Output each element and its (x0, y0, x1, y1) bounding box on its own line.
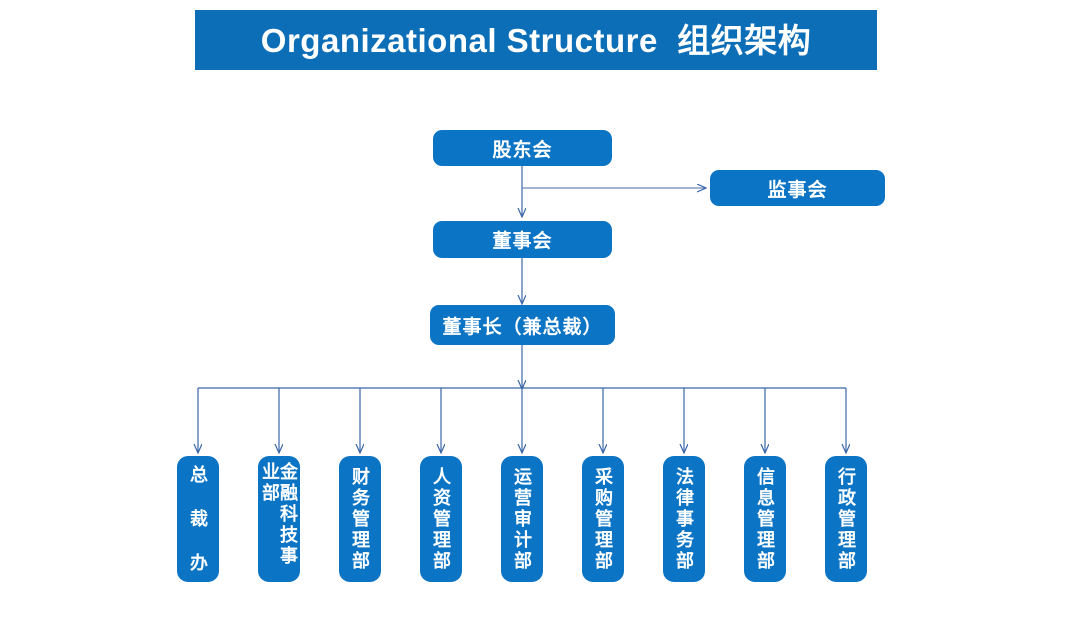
node-department-5[interactable]: 采购管理部 (582, 456, 624, 582)
node-shareholders-meeting[interactable]: 股东会 (433, 130, 612, 166)
node-department-7[interactable]: 信息管理部 (744, 456, 786, 582)
node-department-0[interactable]: 总 裁 办 (177, 456, 219, 582)
node-department-5-label: 采购管理部 (593, 466, 613, 572)
node-department-4-label: 运营审计部 (512, 466, 532, 572)
node-board-of-supervisors[interactable]: 监事会 (710, 170, 885, 206)
node-department-6-label: 法律事务部 (674, 466, 694, 572)
node-department-8[interactable]: 行政管理部 (825, 456, 867, 582)
node-board-of-supervisors-label: 监事会 (767, 179, 828, 201)
node-department-0-label: 总 裁 办 (188, 464, 208, 574)
node-department-6[interactable]: 法律事务部 (663, 456, 705, 582)
node-department-1-label: 金融科技事业部 (260, 462, 298, 567)
node-shareholders-meeting-label: 股东会 (492, 139, 553, 161)
node-department-3[interactable]: 人资管理部 (420, 456, 462, 582)
node-chairman[interactable]: 董事长（兼总裁） (430, 305, 615, 345)
node-department-4[interactable]: 运营审计部 (501, 456, 543, 582)
page-title-banner: Organizational Structure 组织架构 (195, 10, 877, 70)
node-department-2[interactable]: 财务管理部 (339, 456, 381, 582)
node-board-of-directors-label: 董事会 (492, 231, 553, 252)
node-department-2-label: 财务管理部 (350, 466, 370, 572)
node-department-3-label: 人资管理部 (431, 466, 451, 572)
node-department-8-label: 行政管理部 (836, 466, 856, 572)
node-department-1[interactable]: 金融科技事业部 (258, 456, 300, 582)
node-department-7-label: 信息管理部 (755, 466, 775, 572)
node-chairman-label: 董事长（兼总裁） (442, 316, 603, 338)
page-title: Organizational Structure 组织架构 (260, 21, 812, 59)
node-board-of-directors[interactable]: 董事会 (433, 221, 612, 258)
